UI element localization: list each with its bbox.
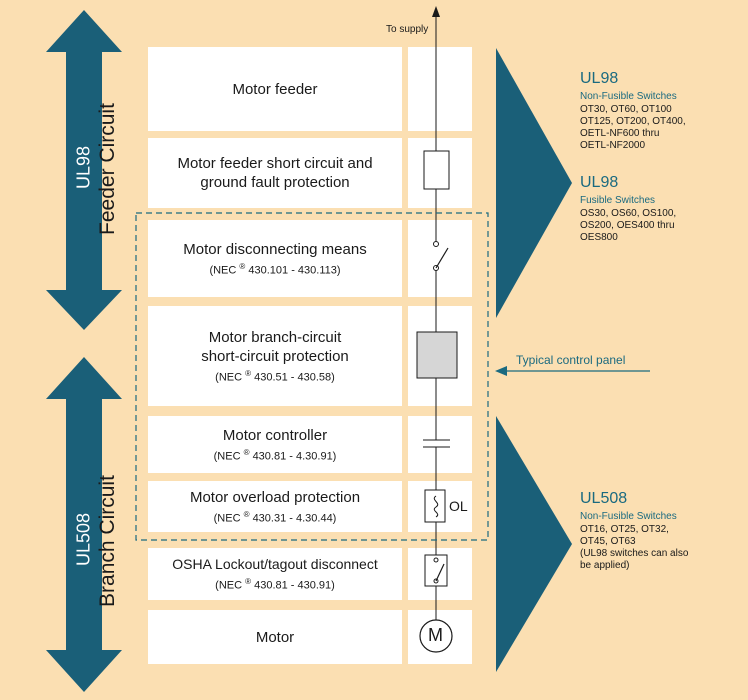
motor-label: M [428, 625, 443, 645]
feeder-circuit-arrow [46, 10, 122, 330]
disconnect-switch-symbol [433, 241, 449, 271]
row-title: Motor disconnecting means [183, 240, 367, 258]
list-item: OS30, OS60, OS100, [580, 208, 677, 219]
ul508-triangle [496, 416, 572, 672]
feeder-fuse-symbol [423, 150, 450, 190]
branch-ul-label: UL508 [73, 512, 94, 567]
list-item: OS200, OES400 thru [580, 220, 675, 231]
ul508-nonfusible-list: OT16, OT25, OT32, OT45, OT63 (UL98 switc… [580, 524, 688, 572]
ul508-nonfusible-title: UL508 [580, 490, 628, 507]
row-branch-protection: Motor branch-circuit short-circuit prote… [148, 306, 402, 406]
lockout-switch-symbol [424, 554, 448, 587]
ul98-nonfusible-subtitle: Non-Fusible Switches [580, 91, 677, 102]
ul98-nonfusible-list: OT30, OT60, OT100 OT125, OT200, OT400, O… [580, 104, 686, 152]
branch-fuse-symbol [416, 331, 458, 379]
row-title: OSHA Lockout/tagout disconnect [172, 556, 378, 573]
list-item: OETL-NF2000 [580, 140, 646, 151]
list-item: be applied) [580, 560, 630, 571]
ul98-triangle [496, 48, 572, 318]
list-item: (UL98 switches can also [580, 548, 689, 559]
control-panel-pointer-arrowhead [495, 366, 507, 376]
row-feeder-protection: Motor feeder short circuit and ground fa… [148, 138, 402, 208]
symbol-cell [408, 416, 472, 473]
ul98-fusible-subtitle: Fusible Switches [580, 195, 656, 206]
motor-symbol [419, 619, 453, 653]
supply-arrowhead [432, 6, 440, 17]
list-item: OT30, OT60, OT100 [580, 104, 672, 115]
list-item: OT125, OT200, OT400, [580, 116, 686, 127]
to-supply-label: To supply [386, 24, 429, 35]
nec-reference: (NEC ® 430.81 - 430.91) [215, 577, 335, 592]
row-motor-controller: Motor controller (NEC ® 430.81 - 4.30.91… [148, 416, 402, 473]
nec-reference: (NEC ® 430.31 - 4.30.44) [213, 509, 337, 525]
typical-control-panel-label: Typical control panel [516, 353, 626, 367]
branch-circuit-label: Branch Circuit [96, 475, 119, 607]
ul98-nonfusible-title: UL98 [580, 70, 619, 87]
row-title: Motor [255, 628, 295, 646]
ul508-nonfusible-subtitle: Non-Fusible Switches [580, 511, 677, 522]
ul98-fusible-list: OS30, OS60, OS100, OS200, OES400 thru OE… [580, 208, 676, 244]
list-item: OT16, OT25, OT32, [580, 524, 669, 535]
feeder-circuit-label: Feeder Circuit [96, 103, 119, 235]
overload-label: OL [449, 498, 468, 514]
row-title: Motor controller [222, 426, 328, 444]
nec-reference: (NEC ® 430.51 - 430.58) [215, 368, 335, 384]
row-overload-protection: Motor overload protection (NEC ® 430.31 … [148, 481, 402, 532]
list-item: OT45, OT63 [580, 536, 636, 547]
nec-reference: (NEC ® 430.81 - 4.30.91) [213, 447, 337, 463]
branch-circuit-arrow [46, 357, 122, 692]
row-motor: Motor [148, 610, 402, 664]
list-item: OETL-NF600 thru [580, 128, 660, 139]
list-item: OES800 [580, 232, 618, 243]
row-title: Motor feeder short circuit and ground fa… [177, 155, 373, 191]
row-disconnecting-means: Motor disconnecting means (NEC ® 430.101… [148, 220, 402, 297]
symbol-cell [408, 220, 472, 297]
ul98-fusible-title: UL98 [580, 174, 619, 191]
feeder-ul-label: UL98 [73, 145, 94, 190]
row-title: Motor overload protection [189, 488, 361, 506]
row-title: Motor branch-circuit short-circuit prote… [201, 328, 349, 365]
row-motor-feeder: Motor feeder [148, 47, 402, 131]
overload-symbol [424, 489, 446, 523]
nec-reference: (NEC ® 430.101 - 430.113) [209, 261, 341, 277]
typical-control-panel-border [135, 212, 489, 541]
row-title: Motor feeder [232, 80, 318, 98]
contactor-symbol [423, 439, 450, 448]
symbol-cell [408, 47, 472, 131]
row-lockout-disconnect: OSHA Lockout/tagout disconnect (NEC ® 43… [148, 548, 402, 600]
